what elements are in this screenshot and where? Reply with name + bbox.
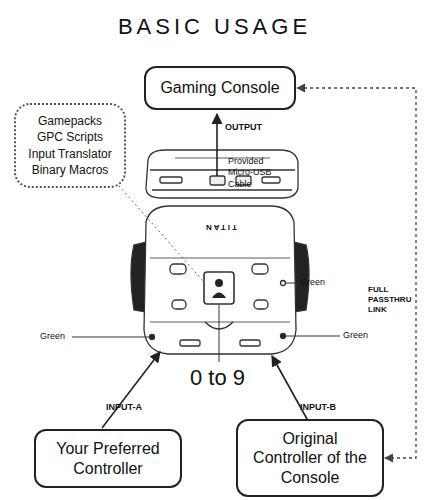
controller-box: Your Preferred Controller xyxy=(34,429,182,488)
device-top-view xyxy=(131,206,309,354)
device-side-view xyxy=(146,150,298,198)
node-text: Gaming Console xyxy=(160,78,279,97)
cable-label: Provided Micro-USB Cable xyxy=(228,156,286,190)
node-text: GPC Scripts xyxy=(37,129,103,145)
led-label: Green xyxy=(343,330,368,341)
signal-arrows xyxy=(102,114,312,428)
input-label: INPUT-A xyxy=(106,402,142,413)
node-text: Original Controller of the Console xyxy=(252,429,368,487)
node-text: Binary Macros xyxy=(32,162,109,178)
led-label: Green xyxy=(300,277,325,288)
node-text: Your Preferred Controller xyxy=(50,439,166,477)
features-box: GamepacksGPC ScriptsInput TranslatorBina… xyxy=(14,103,126,188)
controller-box: Original Controller of the Console xyxy=(236,419,384,497)
led-label: Green xyxy=(40,331,65,342)
input-label: INPUT-B xyxy=(300,402,336,413)
console-box: Gaming Console xyxy=(144,66,296,110)
node-text: Input Translator xyxy=(28,146,111,162)
leader-lines xyxy=(72,178,340,362)
node-text: Gamepacks xyxy=(38,113,102,129)
brand-label: TITAN xyxy=(204,222,237,232)
diagram-title: BASIC USAGE xyxy=(0,14,429,40)
passthru-connector xyxy=(297,88,416,458)
slot-range: 0 to 9 xyxy=(190,364,245,392)
port-label: OUTPUT xyxy=(225,122,262,133)
link-label: FULL PASSTHRU LINK xyxy=(368,285,414,315)
